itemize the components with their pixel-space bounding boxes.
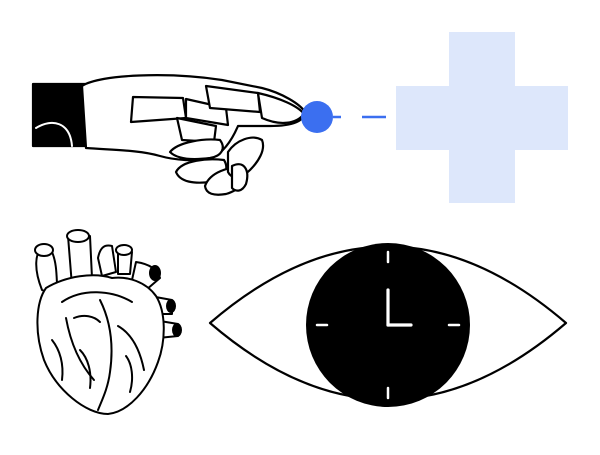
clock-icon: [306, 243, 470, 407]
touch-point-dot-icon: [301, 101, 333, 133]
anatomical-heart-icon: [34, 229, 182, 415]
clock-hands: [386, 288, 413, 327]
clock-ticks: [315, 250, 461, 400]
medical-cross-icon: [396, 32, 568, 203]
robotic-hand-pointing-icon: [31, 74, 307, 196]
